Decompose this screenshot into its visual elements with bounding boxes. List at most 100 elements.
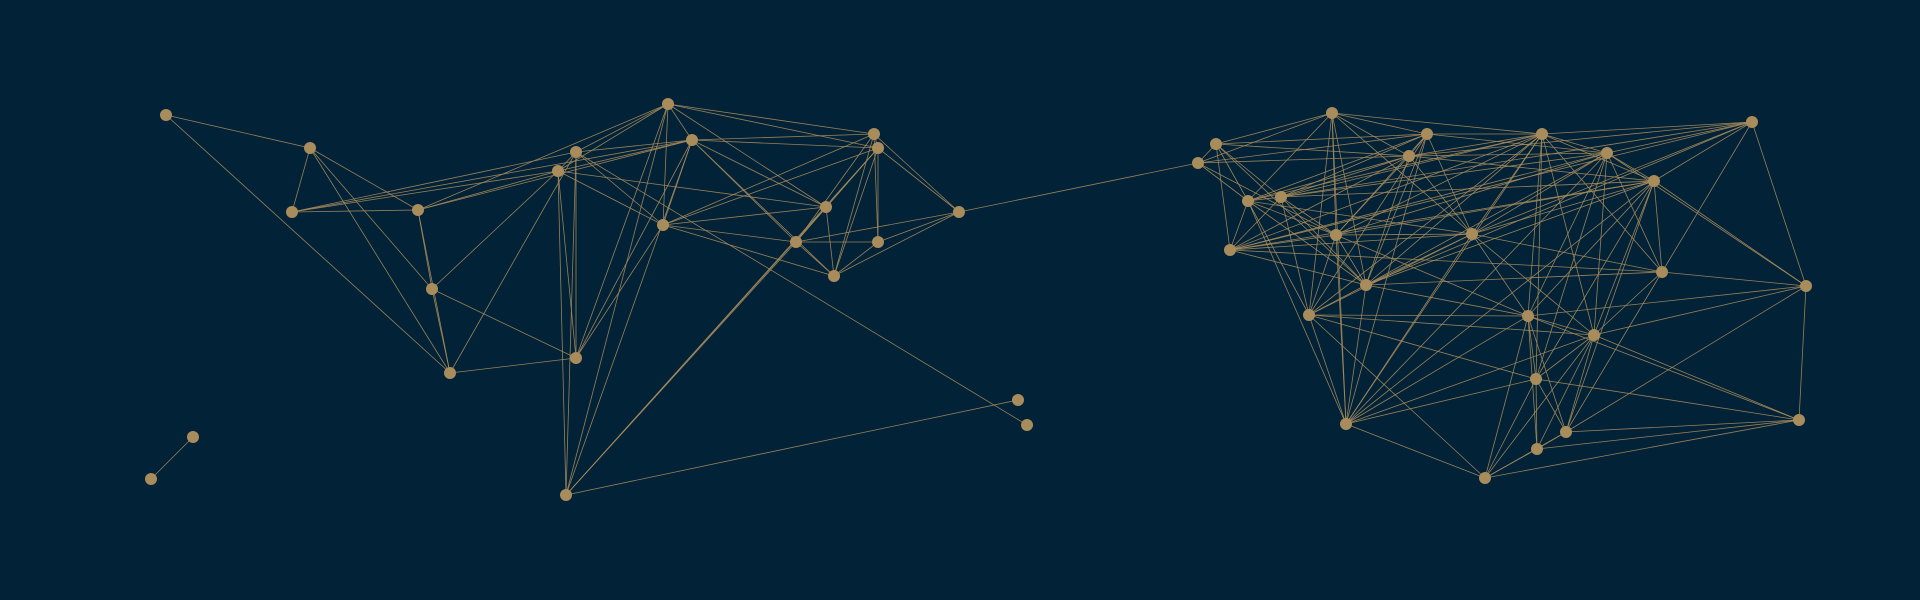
graph-edge bbox=[1365, 284, 1529, 317]
graph-edge bbox=[291, 151, 577, 213]
graph-edge bbox=[575, 139, 693, 359]
graph-edge bbox=[1798, 285, 1807, 421]
graph-edge bbox=[1535, 180, 1655, 380]
graph-node bbox=[1360, 279, 1372, 291]
graph-node bbox=[1522, 310, 1534, 322]
graph-edge bbox=[667, 103, 693, 141]
graph-edge bbox=[449, 357, 577, 374]
graph-edge bbox=[1280, 133, 1543, 198]
graph-node bbox=[1536, 128, 1548, 140]
graph-edge bbox=[1484, 419, 1800, 479]
graph-edge bbox=[431, 288, 451, 374]
graph-edge bbox=[691, 139, 879, 149]
graph-edge bbox=[1408, 133, 1543, 157]
graph-edge bbox=[1484, 315, 1529, 479]
graph-edge bbox=[1308, 314, 1347, 425]
graph-edge bbox=[557, 170, 567, 496]
graph-edge bbox=[1541, 133, 1663, 273]
graph-edge bbox=[1535, 133, 1543, 380]
graph-node bbox=[1800, 280, 1812, 292]
graph-node bbox=[1021, 419, 1033, 431]
graph-edge bbox=[1215, 143, 1249, 202]
graph-edge bbox=[1280, 196, 1310, 316]
graph-edge bbox=[1661, 121, 1753, 273]
graph-node bbox=[790, 236, 802, 248]
graph-edge bbox=[1308, 314, 1595, 336]
graph-edge bbox=[1471, 121, 1753, 235]
graph-edge bbox=[417, 170, 559, 211]
graph-edge bbox=[575, 103, 669, 359]
graph-edge bbox=[150, 436, 194, 480]
graph-node bbox=[657, 219, 669, 231]
graph-edge bbox=[565, 241, 797, 496]
graph-edge bbox=[1215, 143, 1367, 286]
graph-edge bbox=[1527, 315, 1595, 336]
graph-edge bbox=[662, 133, 875, 226]
graph-edge bbox=[662, 147, 879, 226]
graph-edge bbox=[1247, 200, 1367, 286]
graph-edge bbox=[795, 133, 875, 243]
graph-edge bbox=[833, 147, 879, 277]
graph-edge bbox=[165, 114, 311, 149]
graph-node bbox=[1012, 394, 1024, 406]
graph-edge bbox=[1408, 121, 1753, 157]
graph-edge bbox=[1541, 121, 1753, 135]
graph-edge bbox=[1593, 180, 1655, 336]
graph-edge bbox=[565, 399, 1019, 496]
graph-node bbox=[286, 206, 298, 218]
graph-node bbox=[1275, 191, 1287, 203]
graph-edge bbox=[1606, 152, 1663, 273]
graph-node bbox=[1224, 244, 1236, 256]
graph-edge bbox=[1345, 152, 1608, 425]
graph-edge bbox=[1197, 112, 1333, 164]
graph-edge bbox=[565, 151, 577, 496]
graph-edge bbox=[1408, 155, 1655, 182]
graph-edge bbox=[1229, 121, 1753, 251]
graph-edge bbox=[825, 206, 835, 277]
graph-edge bbox=[575, 139, 693, 153]
graph-edge bbox=[417, 103, 669, 211]
graph-edge bbox=[662, 206, 827, 226]
graph-edge bbox=[1229, 233, 1473, 251]
graph-edge bbox=[1471, 152, 1608, 235]
graph-node bbox=[953, 206, 965, 218]
graph-edge bbox=[1280, 152, 1608, 198]
graph-node bbox=[1192, 157, 1204, 169]
graph-edge bbox=[1345, 133, 1428, 425]
graph-edge bbox=[691, 139, 835, 277]
graph-edge bbox=[309, 147, 451, 374]
graph-node bbox=[552, 165, 564, 177]
graph-edge bbox=[1331, 112, 1428, 135]
graph-node bbox=[570, 352, 582, 364]
graph-edge bbox=[1308, 133, 1428, 316]
graph-node bbox=[1340, 418, 1352, 430]
graph-edge bbox=[1535, 334, 1595, 380]
graph-edge bbox=[662, 224, 797, 243]
graph-node bbox=[686, 134, 698, 146]
graph-edge bbox=[1335, 234, 1529, 317]
graph-edge bbox=[1535, 152, 1608, 380]
graph-edge bbox=[1229, 249, 1663, 273]
graph-edge bbox=[1751, 121, 1807, 287]
graph-edge bbox=[1606, 121, 1753, 154]
graph-edge bbox=[1247, 200, 1347, 425]
graph-node bbox=[444, 367, 456, 379]
graph-edge bbox=[1471, 233, 1529, 317]
graph-edge bbox=[1484, 448, 1538, 479]
graph-edge bbox=[1308, 234, 1337, 316]
graph-node bbox=[426, 283, 438, 295]
graph-edge bbox=[1345, 423, 1486, 479]
graph-edge bbox=[1593, 285, 1807, 336]
graph-node bbox=[187, 431, 199, 443]
graph-edge bbox=[1527, 285, 1807, 317]
graph-node bbox=[828, 270, 840, 282]
graph-edge bbox=[1280, 196, 1337, 236]
graph-edge bbox=[1247, 200, 1473, 235]
graph-edge bbox=[1345, 378, 1537, 425]
graph-node bbox=[1793, 414, 1805, 426]
graph-node bbox=[1746, 116, 1758, 128]
graph-edge bbox=[291, 170, 559, 213]
graph-edge bbox=[1471, 233, 1595, 336]
graph-edge bbox=[1408, 155, 1473, 235]
